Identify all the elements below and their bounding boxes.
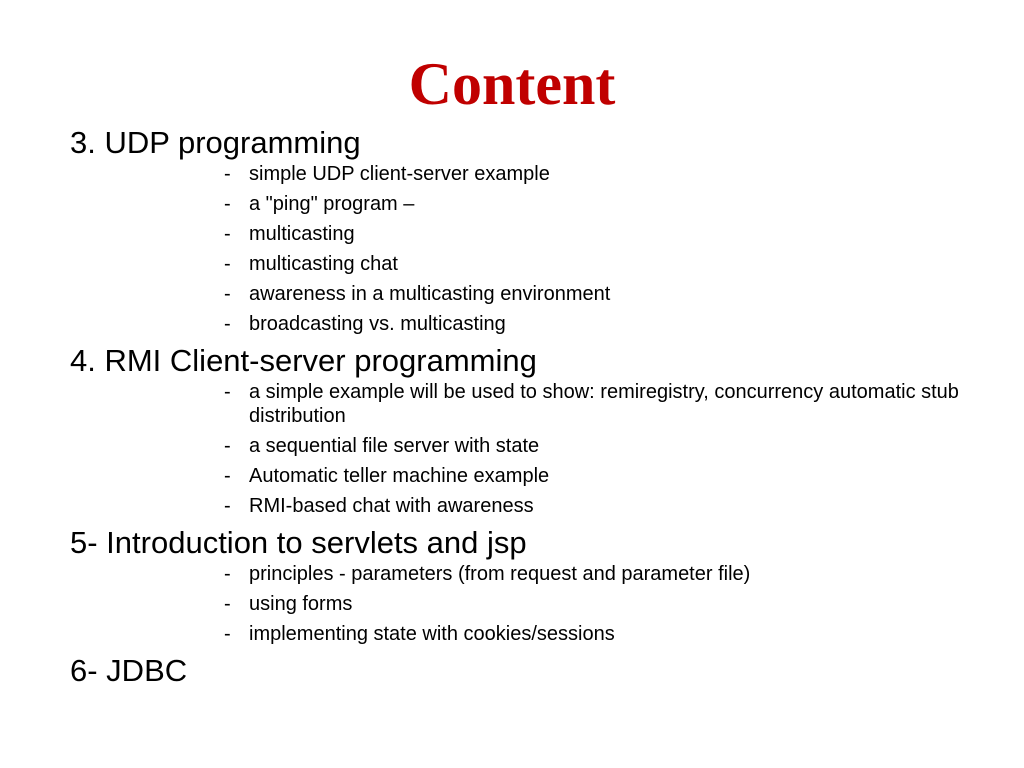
list-item: -awareness in a multicasting environment	[70, 282, 970, 306]
section-heading: 6- JDBC	[70, 653, 188, 688]
list-item-text: multicasting chat	[249, 253, 398, 275]
list-item: -simple UDP client-server example	[70, 162, 970, 186]
bullet-marker: -	[224, 465, 231, 487]
bullet-marker: -	[224, 563, 231, 585]
list-item: -implementing state with cookies/session…	[70, 622, 970, 646]
section-heading: 5- Introduction to servlets and jsp	[70, 525, 527, 560]
section-udp-programming: 3. UDP programming -simple UDP client-se…	[70, 124, 970, 336]
bullet-list: -principles - parameters (from request a…	[70, 562, 970, 646]
list-item-text: simple UDP client-server example	[249, 163, 550, 185]
bullet-list: -a simple example will be used to show: …	[70, 380, 970, 518]
list-item: -a sequential file server with state	[70, 434, 970, 458]
list-item: -using forms	[70, 592, 970, 616]
bullet-marker: -	[224, 593, 231, 615]
list-item-text: Automatic teller machine example	[249, 465, 550, 487]
bullet-list: -simple UDP client-server example -a "pi…	[70, 162, 970, 336]
bullet-marker: -	[224, 313, 231, 335]
bullet-marker: -	[224, 283, 231, 305]
list-item-text: a sequential file server with state	[249, 435, 540, 457]
list-item-text: RMI-based chat with awareness	[249, 495, 534, 517]
section-heading: 3. UDP programming	[70, 125, 361, 160]
section-heading: 4. RMI Client-server programming	[70, 343, 537, 378]
bullet-marker: -	[224, 253, 231, 275]
section-rmi-client-server: 4. RMI Client-server programming -a simp…	[70, 342, 970, 518]
section-servlets-and-jsp: 5- Introduction to servlets and jsp -pri…	[70, 524, 970, 646]
slide-title: Content	[408, 51, 616, 117]
list-item: -broadcasting vs. multicasting	[70, 312, 970, 336]
list-item: -Automatic teller machine example	[70, 464, 970, 488]
list-item-text: using forms	[249, 593, 353, 615]
bullet-marker: -	[224, 163, 231, 185]
list-item: -multicasting chat	[70, 252, 970, 276]
list-item-text: principles - parameters (from request an…	[249, 563, 751, 585]
list-item: -RMI-based chat with awareness	[70, 494, 970, 518]
section-jdbc: 6- JDBC	[70, 652, 970, 690]
list-item-text: implementing state with cookies/sessions	[249, 623, 615, 645]
bullet-marker: -	[224, 193, 231, 215]
bullet-marker: -	[224, 623, 231, 645]
list-item: -principles - parameters (from request a…	[70, 562, 970, 586]
list-item-text: multicasting	[249, 223, 355, 245]
bullet-marker: -	[224, 381, 231, 403]
list-item-text: a "ping" program –	[249, 193, 415, 215]
slide-content: 3. UDP programming -simple UDP client-se…	[70, 124, 970, 690]
bullet-marker: -	[224, 223, 231, 245]
bullet-marker: -	[224, 435, 231, 457]
list-item-text: awareness in a multicasting environment	[249, 283, 611, 305]
list-item: -multicasting	[70, 222, 970, 246]
list-item: -a "ping" program –	[70, 192, 970, 216]
list-item-text: a simple example will be used to show: r…	[249, 381, 959, 427]
list-item: -a simple example will be used to show: …	[70, 380, 970, 428]
list-item-text: broadcasting vs. multicasting	[249, 313, 506, 335]
bullet-marker: -	[224, 495, 231, 517]
